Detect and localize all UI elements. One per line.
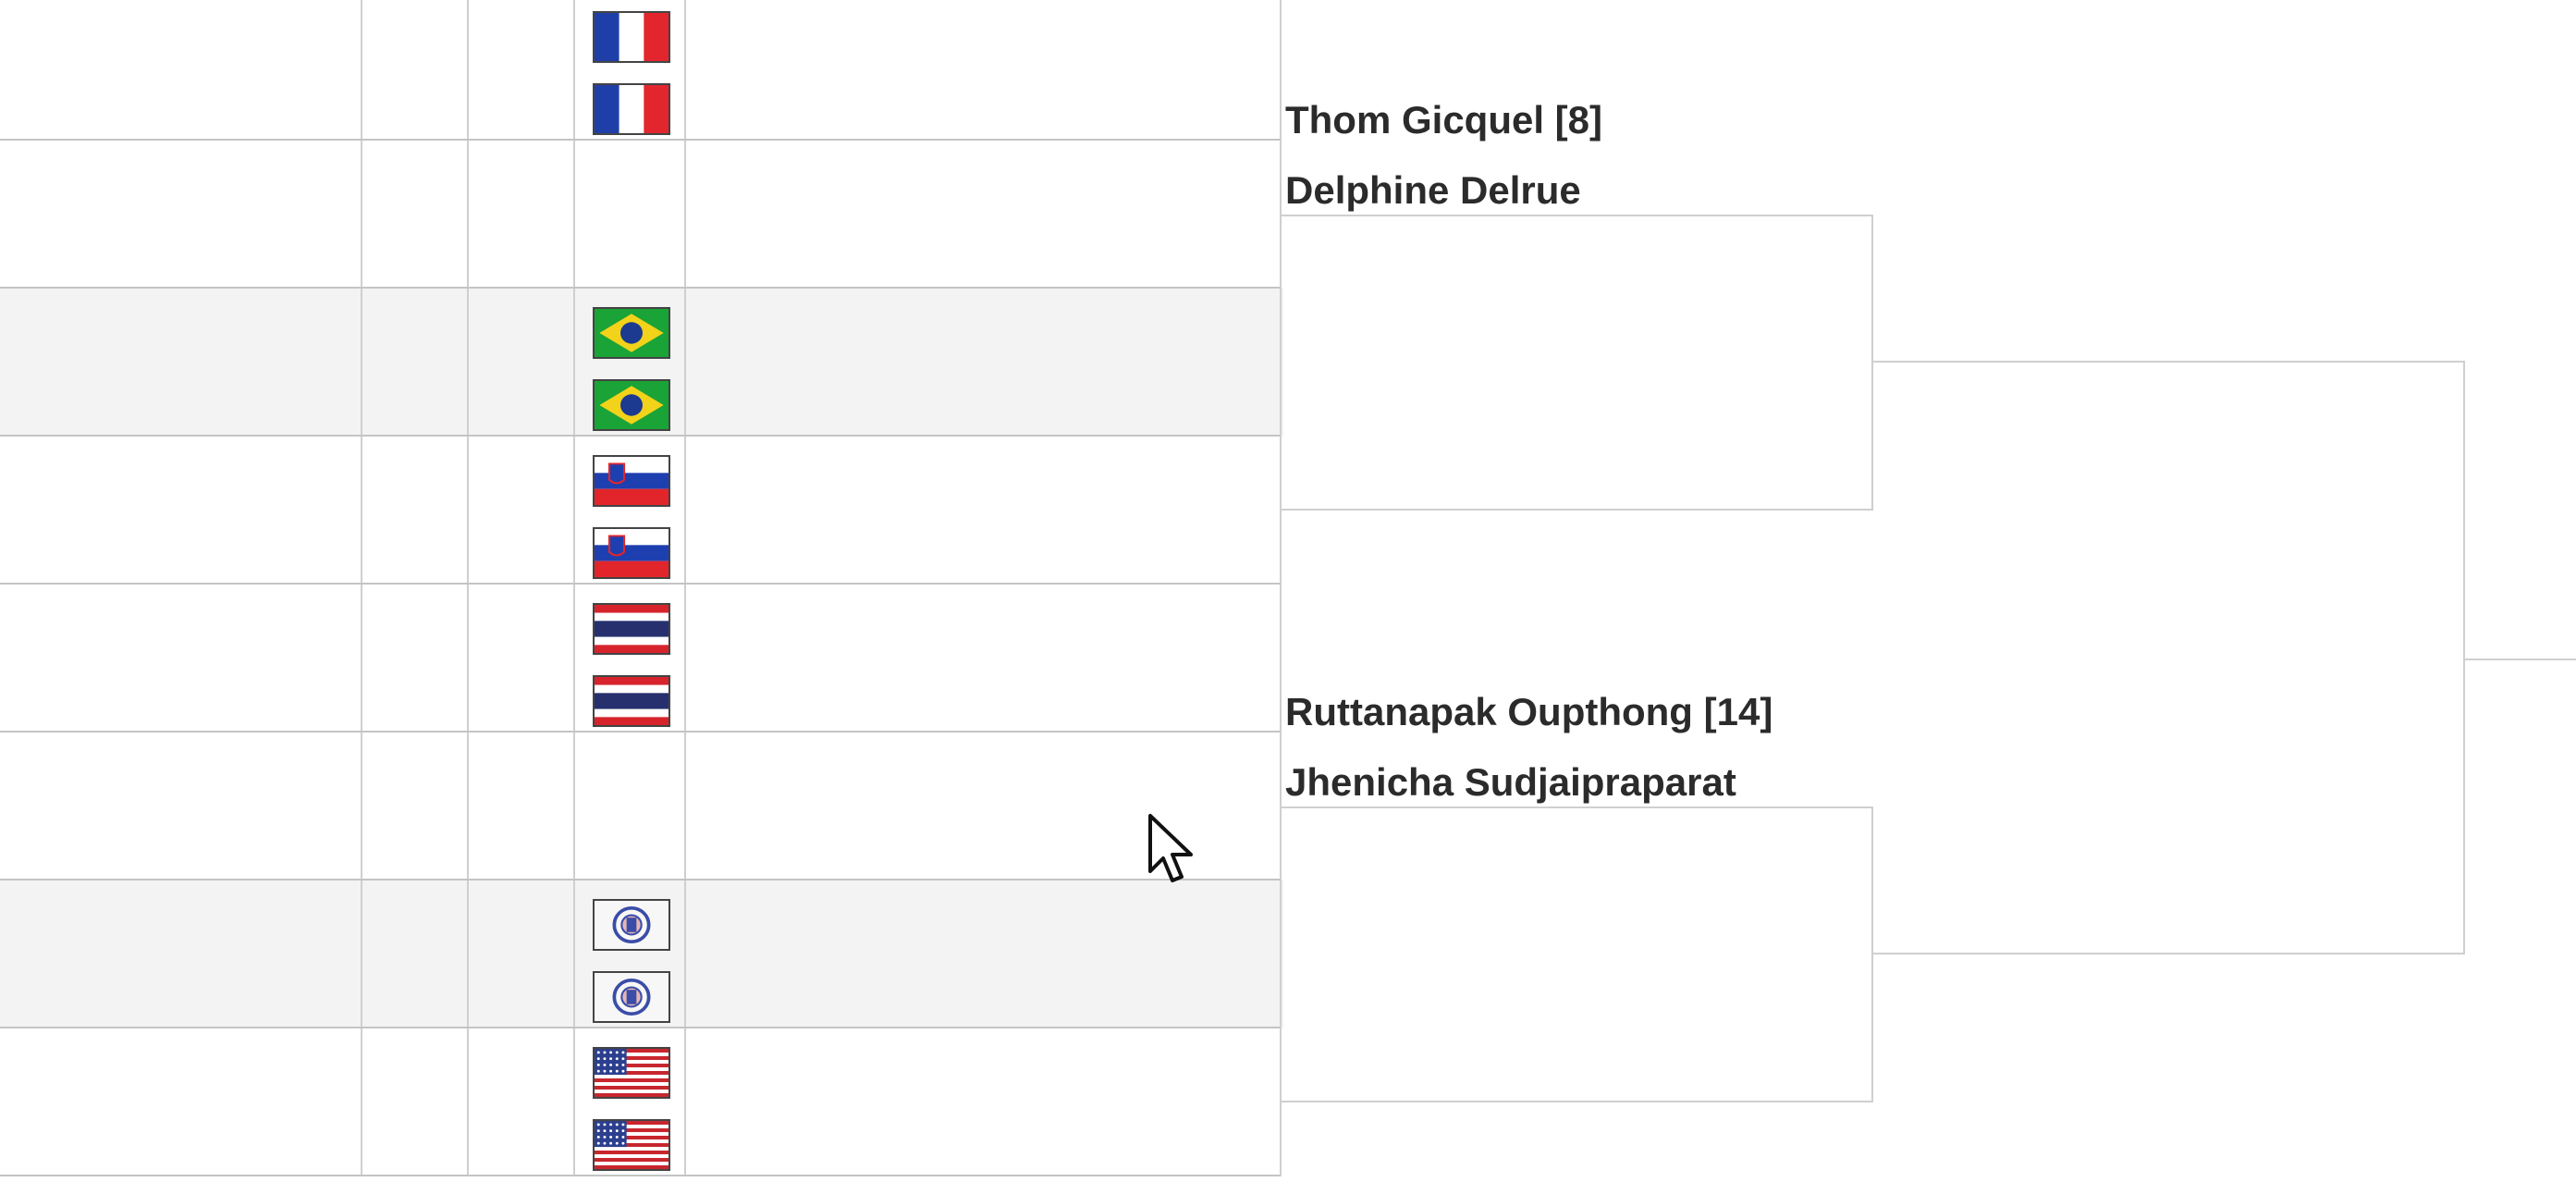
column-divider xyxy=(684,1028,686,1176)
column-divider xyxy=(361,0,362,141)
bracket-line xyxy=(1873,953,2465,954)
round2-player-name[interactable]: Ruttanapak Oupthong [14] xyxy=(1285,690,1773,733)
column-divider xyxy=(573,880,575,1028)
tpe-flag-icon xyxy=(593,899,670,951)
tha-flag-icon xyxy=(593,603,670,655)
column-divider xyxy=(467,141,469,289)
draw-entry[interactable] xyxy=(0,437,1283,585)
row-divider xyxy=(0,1175,1282,1176)
draw-entry[interactable] xyxy=(0,733,1283,880)
round2-player-name[interactable]: Thom Gicquel [8] xyxy=(1285,98,1603,142)
entry-right-border xyxy=(1280,585,1282,733)
column-divider xyxy=(684,585,686,733)
tha-flag-icon xyxy=(593,675,670,727)
column-divider xyxy=(573,437,575,585)
round2-player-name[interactable]: Delphine Delrue xyxy=(1285,168,1581,212)
entry-right-border xyxy=(1280,880,1282,1028)
column-divider xyxy=(573,289,575,437)
column-divider xyxy=(361,1028,362,1176)
column-divider xyxy=(361,437,362,585)
entry-right-border xyxy=(1280,0,1282,141)
column-divider xyxy=(467,437,469,585)
column-divider xyxy=(573,1028,575,1176)
draw-entry[interactable] xyxy=(0,141,1283,289)
bracket-line xyxy=(2465,659,2576,660)
fra-flag-icon xyxy=(593,11,670,63)
column-divider xyxy=(361,289,362,437)
column-divider xyxy=(361,585,362,733)
column-divider xyxy=(467,1028,469,1176)
column-divider xyxy=(467,733,469,880)
draw-entry[interactable] xyxy=(0,0,1283,141)
bracket-line xyxy=(1280,215,1873,216)
bra-flag-icon xyxy=(593,379,670,431)
column-divider xyxy=(361,733,362,880)
bracket-line xyxy=(1871,806,1873,1102)
fra-flag-icon xyxy=(593,83,670,135)
entry-right-border xyxy=(1280,1028,1282,1176)
column-divider xyxy=(573,733,575,880)
bracket-line xyxy=(1280,806,1873,808)
bracket-line xyxy=(1280,509,1873,511)
column-divider xyxy=(361,141,362,289)
column-divider xyxy=(684,880,686,1028)
row-divider xyxy=(0,583,1282,585)
bracket-line xyxy=(2463,361,2465,953)
row-divider xyxy=(0,1027,1282,1028)
column-divider xyxy=(684,733,686,880)
row-divider xyxy=(0,435,1282,437)
draw-entry[interactable] xyxy=(0,880,1283,1028)
column-divider xyxy=(684,141,686,289)
bracket-line xyxy=(1280,1101,1873,1102)
column-divider xyxy=(684,0,686,141)
draw-entry[interactable] xyxy=(0,289,1283,437)
row-divider xyxy=(0,879,1282,880)
bra-flag-icon xyxy=(593,307,670,359)
column-divider xyxy=(467,880,469,1028)
column-divider xyxy=(467,289,469,437)
row-divider xyxy=(0,731,1282,733)
column-divider xyxy=(573,585,575,733)
draw-entry[interactable] xyxy=(0,1028,1283,1176)
slo-flag-icon xyxy=(593,455,670,507)
column-divider xyxy=(467,585,469,733)
draw-entry[interactable] xyxy=(0,585,1283,733)
row-divider xyxy=(0,139,1282,141)
column-divider xyxy=(467,0,469,141)
entry-right-border xyxy=(1280,289,1282,437)
usa-flag-icon xyxy=(593,1047,670,1099)
slo-flag-icon xyxy=(593,527,670,579)
bracket-line xyxy=(1871,215,1873,511)
draw-grid xyxy=(0,0,1283,1182)
usa-flag-icon xyxy=(593,1119,670,1171)
column-divider xyxy=(361,880,362,1028)
row-divider xyxy=(0,287,1282,289)
entry-right-border xyxy=(1280,437,1282,585)
tpe-flag-icon xyxy=(593,971,670,1023)
column-divider xyxy=(684,437,686,585)
bracket-line xyxy=(1873,361,2465,363)
column-divider xyxy=(573,0,575,141)
mouse-cursor-icon xyxy=(1148,814,1193,882)
column-divider xyxy=(573,141,575,289)
round2-player-name[interactable]: Jhenicha Sudjaipraparat xyxy=(1285,760,1736,804)
column-divider xyxy=(684,289,686,437)
